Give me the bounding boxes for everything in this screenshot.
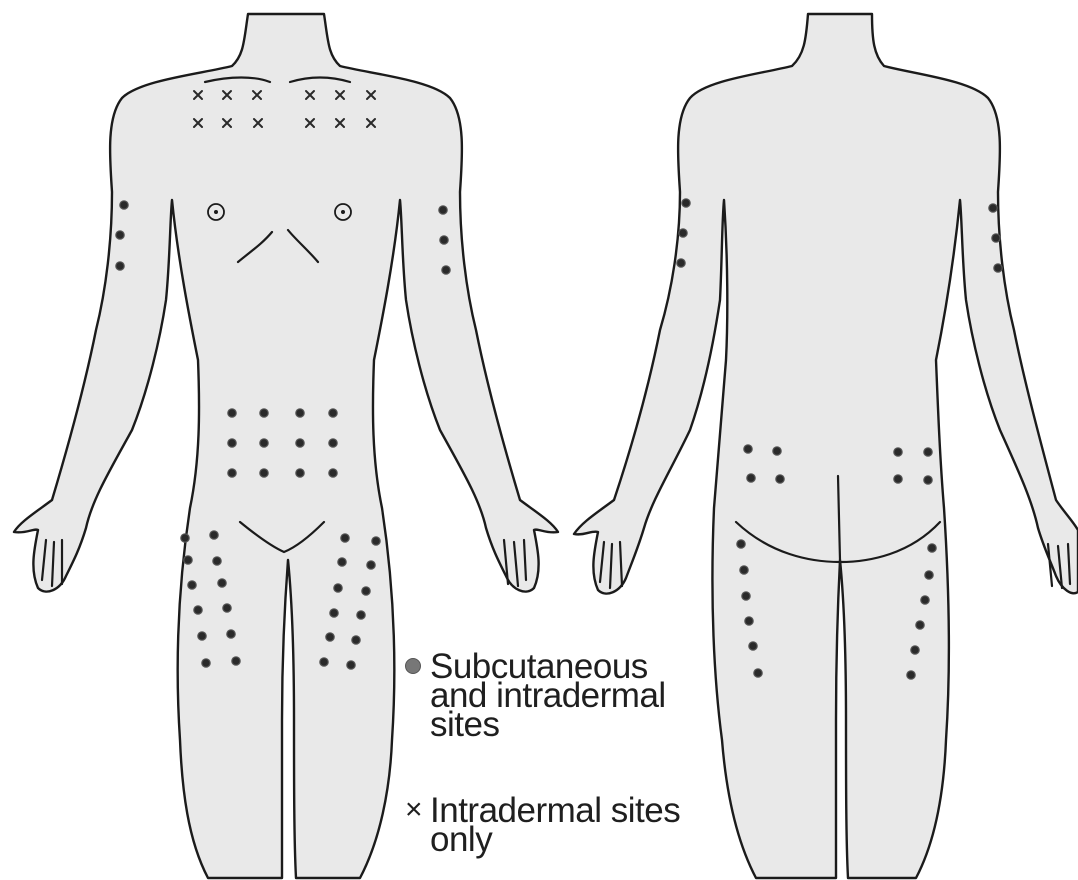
subcutaneous-site-marker [894, 475, 902, 483]
legend-intradermal-only: × Intradermal sites only [405, 796, 745, 876]
subcutaneous-site-marker [372, 537, 380, 545]
subcutaneous-site-marker [754, 669, 762, 677]
subcutaneous-site-marker [992, 234, 1000, 242]
subcutaneous-site-marker [296, 409, 304, 417]
subcutaneous-site-marker [116, 262, 124, 270]
subcutaneous-site-marker [320, 658, 328, 666]
subcutaneous-site-marker [329, 409, 337, 417]
subcutaneous-site-marker [330, 609, 338, 617]
subcutaneous-site-marker [925, 571, 933, 579]
subcutaneous-site-marker [116, 231, 124, 239]
subcutaneous-site-marker [994, 264, 1002, 272]
subcutaneous-site-marker [773, 447, 781, 455]
subcutaneous-site-marker [357, 611, 365, 619]
subcutaneous-site-marker [347, 661, 355, 669]
x-mark-icon: × [405, 795, 422, 824]
subcutaneous-site-marker [120, 201, 128, 209]
subcutaneous-site-marker [223, 604, 231, 612]
subcutaneous-site-marker [679, 229, 687, 237]
legend-intradermal-label: Intradermal sites only [430, 796, 680, 854]
legend-subcutaneous-label: Subcutaneous and intradermal sites [430, 652, 666, 739]
subcutaneous-site-marker [367, 561, 375, 569]
subcutaneous-site-marker [228, 409, 236, 417]
subcutaneous-site-marker [184, 556, 192, 564]
subcutaneous-site-marker [194, 606, 202, 614]
subcutaneous-site-marker [894, 448, 902, 456]
subcutaneous-site-marker [218, 579, 226, 587]
subcutaneous-site-marker [442, 266, 450, 274]
subcutaneous-site-marker [338, 558, 346, 566]
subcutaneous-site-marker [260, 409, 268, 417]
subcutaneous-site-marker [924, 476, 932, 484]
subcutaneous-site-marker [745, 617, 753, 625]
subcutaneous-site-marker [682, 199, 690, 207]
subcutaneous-site-marker [210, 531, 218, 539]
legend-subcutaneous-intradermal: Subcutaneous and intradermal sites [405, 652, 735, 752]
subcutaneous-site-marker [341, 534, 349, 542]
subcutaneous-site-marker [227, 630, 235, 638]
subcutaneous-site-marker [440, 236, 448, 244]
subcutaneous-site-marker [260, 439, 268, 447]
filled-dot-icon [405, 658, 421, 674]
subcutaneous-site-marker [740, 566, 748, 574]
subcutaneous-site-marker [921, 596, 929, 604]
subcutaneous-site-marker [749, 642, 757, 650]
subcutaneous-site-marker [181, 534, 189, 542]
subcutaneous-site-marker [907, 671, 915, 679]
subcutaneous-site-marker [188, 581, 196, 589]
subcutaneous-site-marker [232, 657, 240, 665]
subcutaneous-site-marker [989, 204, 997, 212]
subcutaneous-site-marker [260, 469, 268, 477]
subcutaneous-site-marker [329, 469, 337, 477]
subcutaneous-site-marker [776, 475, 784, 483]
subcutaneous-site-marker [202, 659, 210, 667]
subcutaneous-site-marker [329, 439, 337, 447]
subcutaneous-site-marker [677, 259, 685, 267]
subcutaneous-site-marker [362, 587, 370, 595]
subcutaneous-site-marker [439, 206, 447, 214]
subcutaneous-site-marker [352, 636, 360, 644]
subcutaneous-site-marker [928, 544, 936, 552]
subcutaneous-site-marker [924, 448, 932, 456]
subcutaneous-site-marker [742, 592, 750, 600]
subcutaneous-site-marker [737, 540, 745, 548]
subcutaneous-site-marker [334, 584, 342, 592]
subcutaneous-site-marker [228, 439, 236, 447]
subcutaneous-site-marker [198, 632, 206, 640]
subcutaneous-site-marker [228, 469, 236, 477]
subcutaneous-site-marker [916, 621, 924, 629]
subcutaneous-site-marker [744, 445, 752, 453]
subcutaneous-site-marker [911, 646, 919, 654]
subcutaneous-site-marker [213, 557, 221, 565]
subcutaneous-site-marker [747, 474, 755, 482]
subcutaneous-site-marker [296, 439, 304, 447]
subcutaneous-site-marker [296, 469, 304, 477]
subcutaneous-site-marker [326, 633, 334, 641]
